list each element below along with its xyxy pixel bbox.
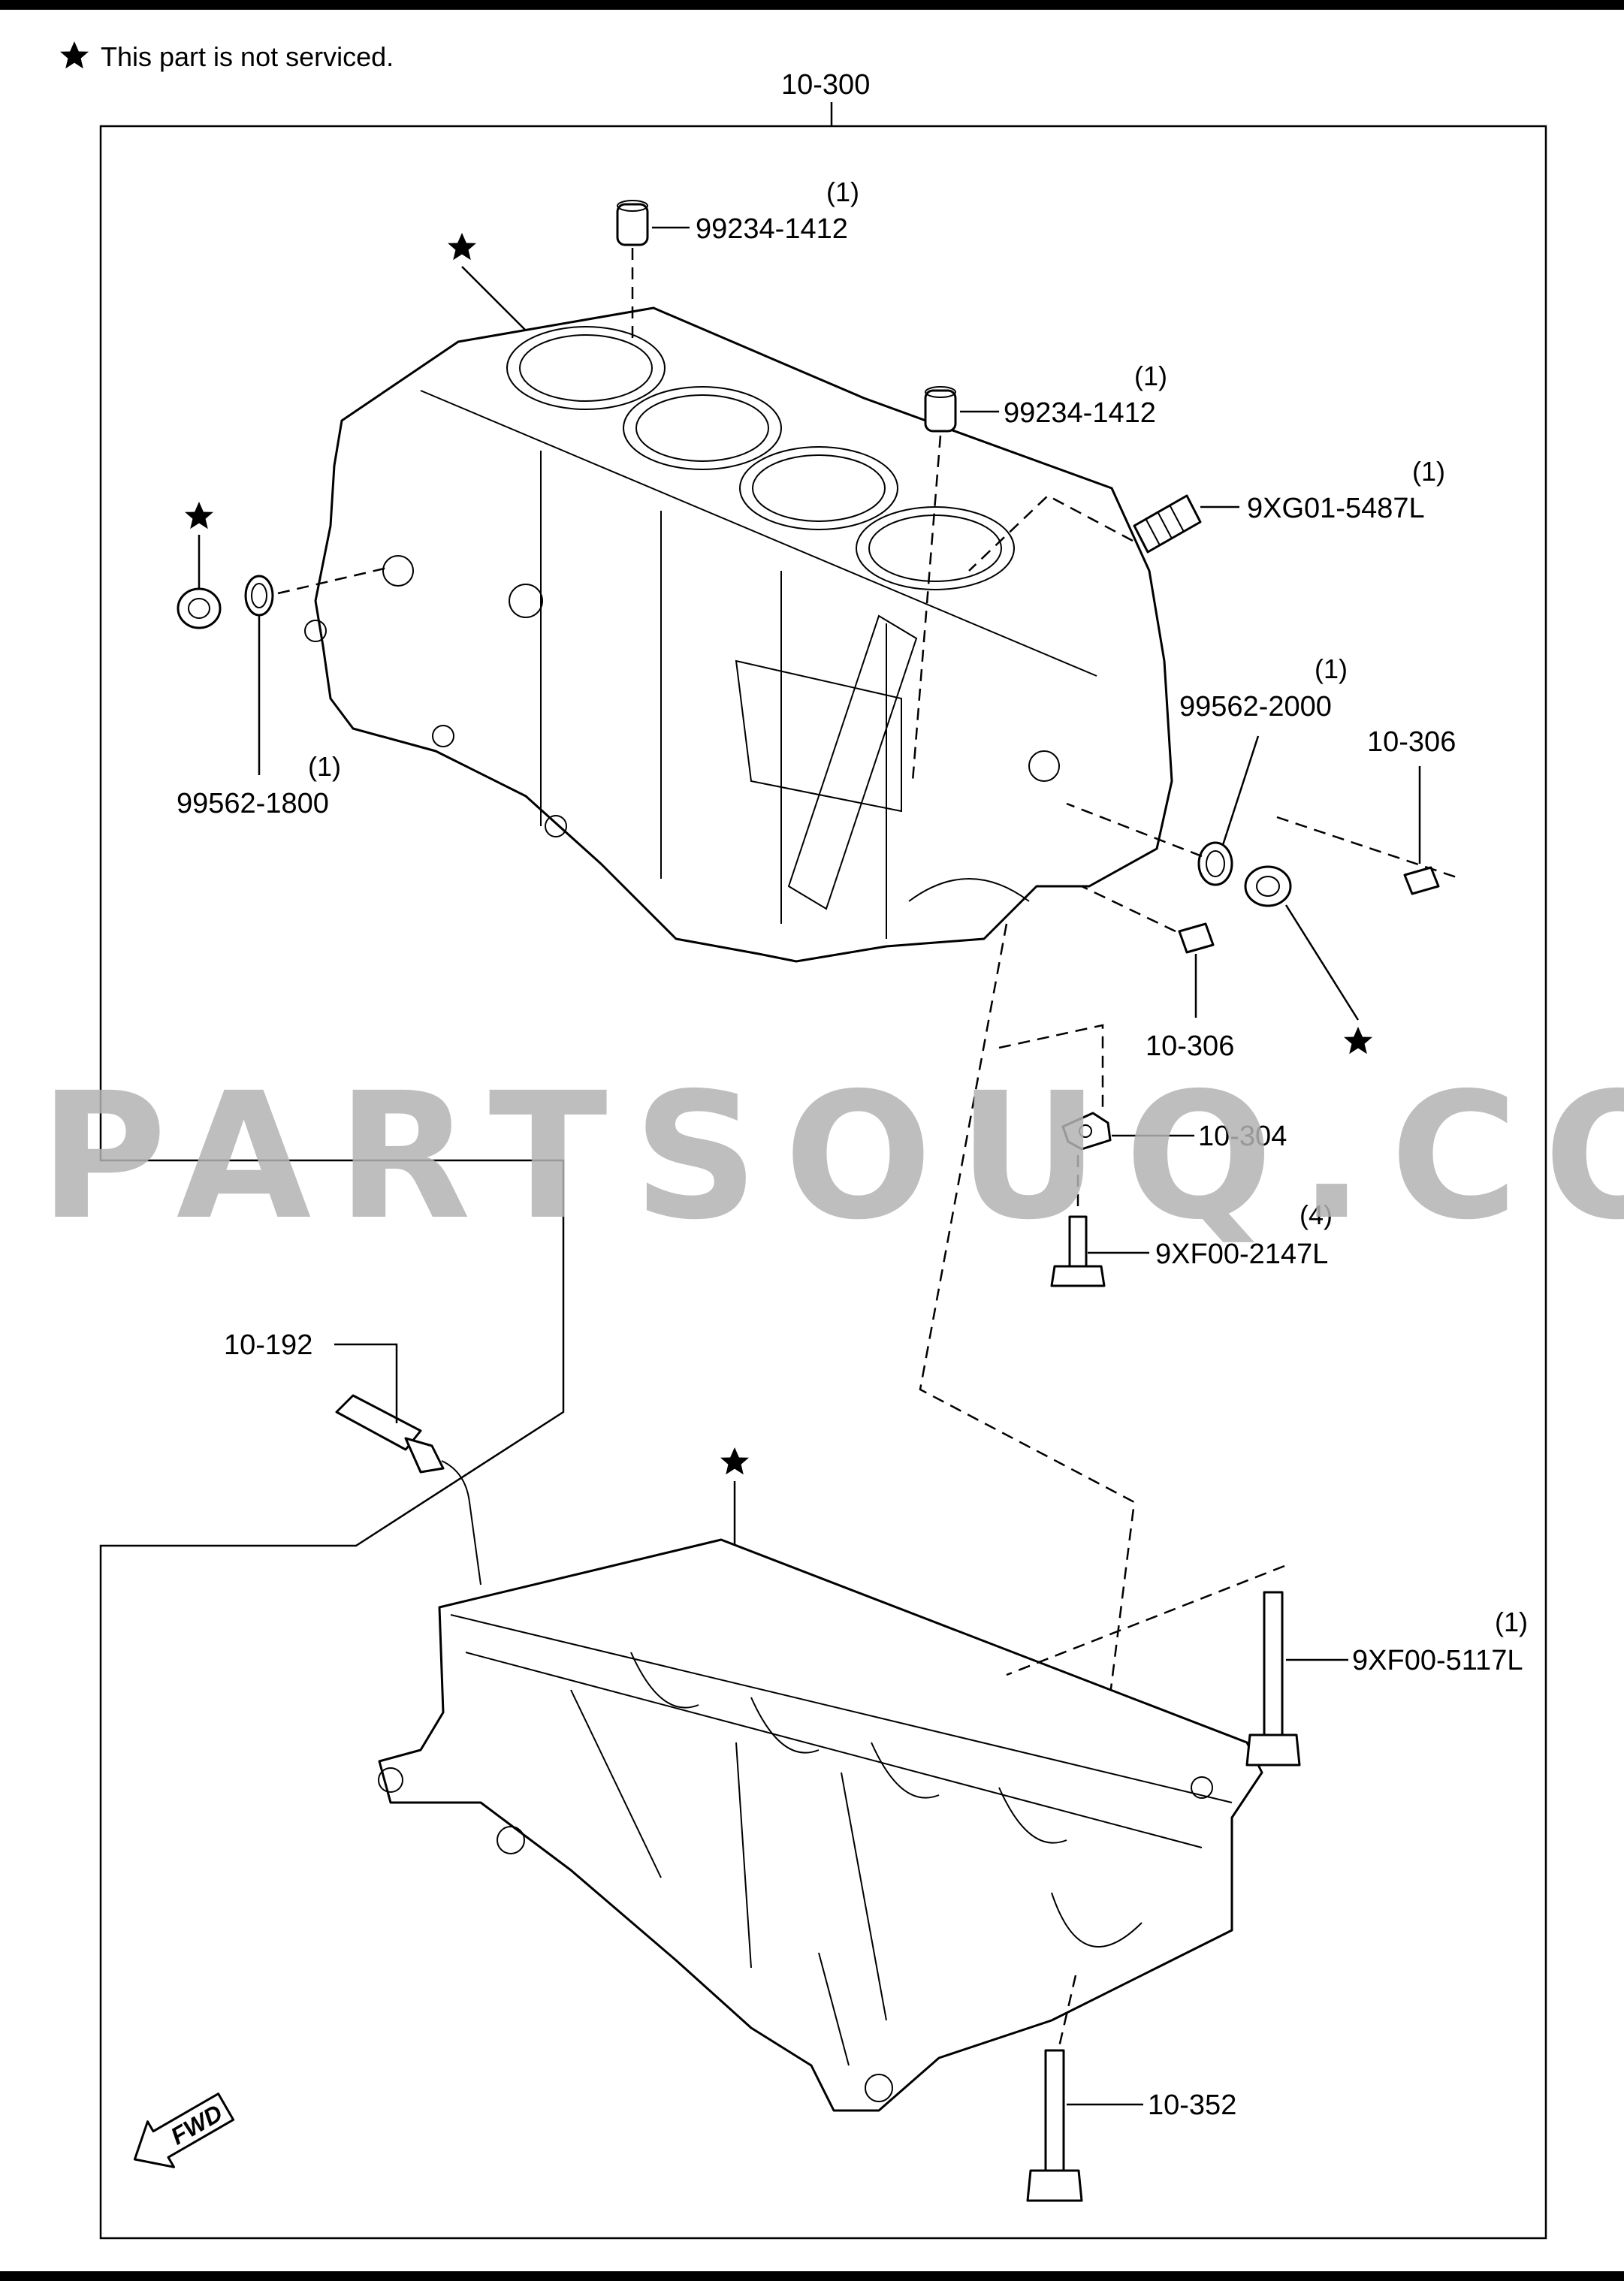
callout-gasket-left-qty: (1): [308, 751, 341, 782]
callout-bracket-bolt: 9XF00-2147L: [1155, 1239, 1328, 1270]
callout-sensor: 10-192: [224, 1329, 312, 1361]
dash-main-bolt: [1006, 1564, 1285, 1676]
star-leader-plug-right: [1284, 904, 1360, 1021]
callout-gasket-right: 99562-2000: [1179, 691, 1332, 723]
dowel-cap-top-left: [616, 200, 649, 246]
callout-main-bolt: 9XF00-5117L: [1352, 1645, 1523, 1676]
dash-lower-bolt: [1058, 1975, 1077, 2047]
gasket-right: [1197, 841, 1233, 886]
callout-cap-top-left: 99234-1412: [696, 213, 848, 245]
callout-bracket-bolt-qty: (4): [1300, 1199, 1333, 1230]
leader-gasket-right: [1221, 735, 1260, 846]
cylinder-block: [304, 306, 1173, 963]
callout-gasket-left: 99562-1800: [177, 788, 329, 819]
plug-right: [1244, 865, 1292, 907]
dowel-pin-upper: [1403, 866, 1440, 895]
callout-gasket-right-qty: (1): [1315, 653, 1348, 684]
callout-assembly: 10-300: [781, 69, 870, 101]
fwd-arrow-icon: FWD: [133, 2092, 235, 2168]
threaded-plug: [1133, 494, 1202, 554]
dowel-pin-lower: [1178, 922, 1215, 954]
bracket-bolt: [1050, 1215, 1106, 1287]
lower-block: [378, 1538, 1263, 2112]
gasket-left: [244, 575, 274, 617]
lower-bolt: [1026, 2049, 1083, 2202]
star-icon: [185, 502, 213, 530]
callout-main-bolt-qty: (1): [1495, 1607, 1528, 1637]
callout-plug-right-qty: (1): [1412, 456, 1445, 487]
bracket: [1061, 1112, 1112, 1151]
dowel-cap-top-right: [924, 386, 957, 433]
leader-sensor: [334, 1343, 398, 1423]
plug-left: [177, 587, 222, 629]
sensor: [335, 1394, 481, 1586]
dash-bracket: [998, 1024, 1104, 1112]
watermark: PARTSOUQ.COM: [39, 1055, 1624, 1258]
callout-lower-bolt: 10-352: [1148, 2089, 1236, 2121]
callout-cap-top-right-qty: (1): [1134, 361, 1167, 391]
callout-bracket: 10-304: [1198, 1121, 1287, 1152]
star-icon: [448, 233, 476, 261]
star-leader-block: [461, 266, 527, 331]
main-bolt: [1245, 1591, 1301, 1767]
dash-pin-lower: [1081, 885, 1176, 933]
callout-cap-top-right: 99234-1412: [1004, 397, 1156, 429]
callout-pin-upper: 10-306: [1367, 726, 1456, 758]
callout-cap-top-left-qty: (1): [826, 177, 859, 207]
star-icon: [720, 1447, 749, 1475]
callout-plug-right: 9XG01-5487L: [1247, 493, 1425, 524]
star-icon: [60, 41, 89, 69]
callout-pin-lower: 10-306: [1146, 1030, 1234, 1062]
note-text: This part is not serviced.: [101, 41, 394, 72]
assembly-frame: [99, 125, 1547, 2240]
bottom-rule: [0, 2271, 1624, 2281]
top-rule: [0, 0, 1624, 10]
dash-block-to-lower: [919, 923, 1136, 1803]
star-icon: [1344, 1027, 1372, 1055]
